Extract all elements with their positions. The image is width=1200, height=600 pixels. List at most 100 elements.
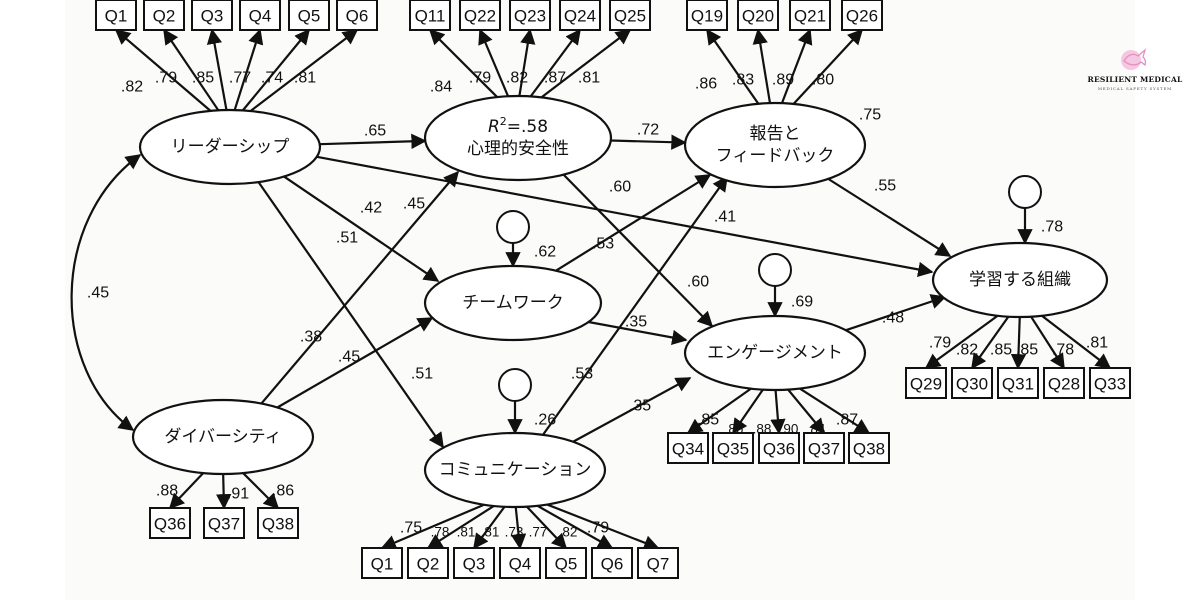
indicator-q2: Q2 [143,0,185,31]
coef-diversity-psych-safety: .45 [403,196,425,213]
indicator-q23: Q23 [509,0,551,31]
indicator-q36: Q36 [758,432,800,464]
indicator-q21: Q21 [789,0,831,31]
latent-engagement: エンゲージメント [683,314,867,392]
indicator-label: Q30 [956,375,988,394]
indicator-q33: Q33 [1089,367,1131,399]
indicator-q5: Q5 [288,0,330,31]
indicator-label: Q34 [672,440,704,459]
loading-label-engagement: .88 [753,422,772,437]
loading-label-learning_org: .85 [1016,342,1038,359]
coef-feedback-learning-org: .55 [874,178,896,195]
indicator-q4: Q4 [239,0,281,31]
residual-engagement [758,253,792,287]
indicator-label: Q33 [1094,375,1126,394]
loading-arrow-diversity-q37 [215,473,232,510]
path-diversity-teamwork [276,317,434,409]
indicator-q7: Q7 [637,547,679,579]
indicator-label: Q29 [910,375,942,394]
coef-correlation-leadership-diversity: .45 [87,285,109,302]
coef-feedback-annotation: .75 [859,107,881,124]
loading-arrow-engagement-q35 [732,389,764,435]
loading-label-engagement: .87 [836,412,858,429]
loading-arrow-psych_safety-q24 [529,28,581,98]
loading-label-leadership: .82 [121,79,143,96]
indicator-q3: Q3 [453,547,495,579]
loading-label-learning_org: .85 [990,342,1012,359]
loading-arrow-learning_org-q29 [924,314,999,369]
correlation-leadership-diversity [70,154,142,431]
coef-leadership-communication-lower: .51 [411,366,433,383]
indicator-label: Q36 [154,515,186,534]
indicator-label: Q1 [105,7,128,26]
loading-arrow-psych_safety-q22 [478,28,510,97]
residual-teamwork [496,210,530,244]
loading-label-psych_safety: .79 [469,70,491,87]
path-diversity-psych-safety [260,170,459,405]
indicator-q37: Q37 [203,507,245,539]
indicator-label: Q38 [853,440,885,459]
loading-label-psych_safety: .81 [578,70,600,87]
loading-arrow-communication-q6 [536,504,614,549]
loading-label-diversity: .86 [272,483,294,500]
indicator-q11: Q11 [409,0,451,31]
loading-arrow-leadership-q6 [249,29,359,112]
loading-label-engagement: .86 [725,422,744,437]
loading-label-leadership: .85 [192,70,214,87]
loading-arrow-leadership-q3 [206,28,228,111]
indicator-q4: Q4 [499,547,541,579]
indicator-q26: Q26 [841,0,883,31]
indicator-label: Q6 [346,7,369,26]
indicator-label: Q5 [298,7,321,26]
path-psych-safety-engagement [562,173,714,328]
loading-label-communication: .81 [457,525,476,540]
indicator-label: Q21 [794,7,826,26]
loading-arrow-leadership-q4 [233,28,264,111]
loading-label-learning_org: .82 [956,342,978,359]
loading-arrow-leadership-q1 [114,28,212,112]
path-feedback-learning-org [827,177,952,257]
residual-value-engagement: .69 [791,294,813,311]
loading-arrow-engagement-q34 [686,387,752,434]
loading-label-learning_org: .78 [1052,342,1074,359]
loading-arrow-learning_org-q28 [1030,316,1065,370]
indicator-q38: Q38 [848,432,890,464]
loading-label-learning_org: .81 [1086,335,1108,352]
loading-arrow-diversity-q38 [242,472,280,510]
indicator-label: Q23 [514,7,546,26]
residual-value-learning_org: .78 [1041,219,1063,236]
loading-arrow-engagement-q38 [799,387,871,434]
coef-leadership-teamwork: .42 [360,200,382,217]
indicator-label: Q26 [846,7,878,26]
coef-communication-engagement: .35 [629,398,651,415]
loading-label-leadership: .74 [261,70,283,87]
loading-label-communication: .77 [529,525,548,540]
indicator-label: Q2 [417,555,440,574]
loading-label-feedback: .80 [812,72,834,89]
indicator-label: Q3 [463,555,486,574]
indicator-label: Q25 [614,7,646,26]
loading-arrow-diversity-q36 [168,472,204,510]
coef-teamwork-engagement: .35 [625,314,647,331]
indicator-label: Q37 [208,515,240,534]
latent-communication: コミュニケーション [423,431,607,509]
indicator-q6: Q6 [336,0,378,31]
indicator-q30: Q30 [951,367,993,399]
coef-communication-feedback: .53 [571,366,593,383]
indicator-label: Q37 [808,440,840,459]
path-communication-feedback [542,175,728,436]
path-communication-engagement [572,377,692,443]
loading-label-feedback: .83 [732,72,754,89]
indicator-q38: Q38 [257,507,299,539]
latent-label: チームワーク [462,293,564,313]
coef-diversity-psych-safety-lower: .38 [300,329,322,346]
latent-label: R2=.58 [488,115,548,138]
indicator-q19: Q19 [686,0,728,31]
loading-arrow-communication-q3 [473,506,506,550]
loading-arrow-leadership-q5 [241,28,310,112]
loading-arrow-feedback-q26 [792,28,864,105]
latent-diversity: ダイバーシティ [131,398,315,476]
loading-label-engagement: .85 [697,412,719,429]
